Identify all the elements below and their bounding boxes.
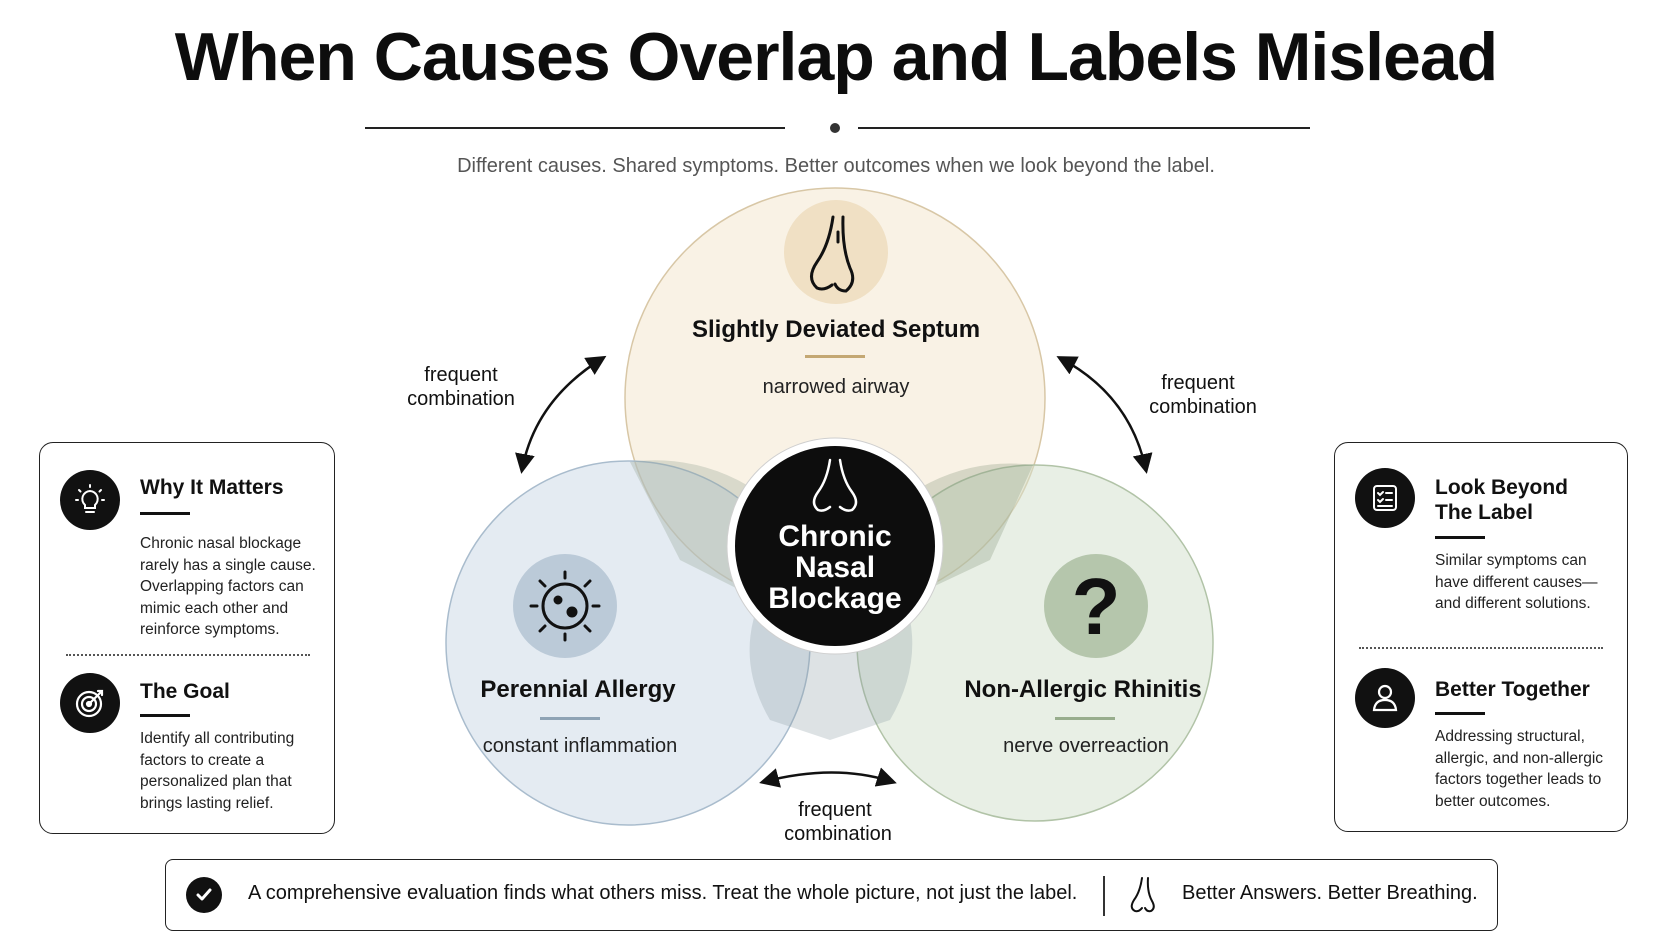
rhinitis-title-bar [1055,717,1115,720]
venn-diagram: Slightly Deviated Septum narrowed airway… [407,187,1257,845]
arrow-bottom [759,767,897,788]
venn-circles [445,187,1214,826]
beyond-line: have different causes— [1435,573,1598,591]
why-line: rarely has a single cause. [140,556,316,574]
goal-title: The Goal [140,680,230,703]
beyond-title: Look Beyond The Label [1435,475,1568,525]
beyond-title-line: The Label [1435,501,1534,524]
nose-outline-icon [810,215,855,293]
rhinitis-icon-bg [1044,554,1148,658]
together-line: better outcomes. [1435,792,1551,810]
left-panel-separator [66,654,310,656]
goal-text: Identify all contributing factors to cre… [140,728,330,814]
beyond-text: Similar symptoms can have different caus… [1435,550,1625,615]
septum-icon-bg [784,200,888,304]
bottom-callout: A comprehensive evaluation finds what ot… [165,859,1498,931]
allergy-title-bar [540,717,600,720]
why-line: mimic each other and [140,599,289,617]
rhinitis-subtitle: nerve overreaction [1003,735,1169,757]
together-line: factors together leads to [1435,771,1602,788]
arrow-right [1056,356,1153,474]
nose-outline-icon [1129,874,1159,921]
why-line: reinforce symptoms. [140,621,280,638]
page-title: When Causes Overlap and Labels Mislead [174,19,1498,95]
goal-line: brings lasting relief. [140,794,274,812]
bottom-message: A comprehensive evaluation finds what ot… [248,882,1078,904]
goal-line: Identify all contributing [140,730,295,747]
together-title: Better Together [1435,678,1590,701]
allergy-subtitle: constant inflammation [483,735,678,757]
arrow-left-label-1: frequent [424,364,498,386]
septum-title: Slightly Deviated Septum [692,316,980,343]
why-title-bar [140,512,190,515]
center-line-1: Chronic [778,520,891,553]
beyond-line: Similar symptoms can [1435,552,1587,569]
arrow-bottom-label-2: combination [784,823,892,845]
why-title: Why It Matters [140,476,284,499]
bottom-tagline: Better Answers. Better Breathing. [1182,882,1478,904]
septum-subtitle: narrowed airway [763,376,910,398]
together-title-bar [1435,712,1485,715]
checklist-icon [1355,468,1415,528]
why-line: Chronic nasal blockage [140,535,302,552]
person-icon [1355,668,1415,728]
lightbulb-icon [60,470,120,530]
target-icon [60,673,120,733]
why-text: Chronic nasal blockage rarely has a sing… [140,533,330,641]
allergy-icon-bg [513,554,617,658]
arrow-left-label-2: combination [407,388,515,410]
arrow-left [515,355,607,474]
title-divider-left [365,127,785,129]
title-divider-dot [830,123,840,133]
right-panel-separator [1359,647,1603,649]
together-line: Addressing structural, [1435,728,1585,745]
question-mark-icon: ? [1072,562,1121,651]
together-line: allergic, and non-allergic [1435,749,1604,767]
page-subtitle: Different causes. Shared symptoms. Bette… [457,155,1215,177]
center-line-2: Nasal [795,551,875,584]
center-line-3: Blockage [768,582,901,615]
center-circle [735,446,935,646]
nose-icon [812,458,858,512]
goal-line: personalized plan that [140,773,292,790]
goal-line: factors to create a [140,751,265,769]
arrow-right-label-1: frequent [1161,372,1235,394]
allergen-icon [529,570,601,642]
allergy-title: Perennial Allergy [480,676,676,703]
bottom-divider [1103,876,1105,916]
arrow-right-label-2: combination [1149,396,1257,418]
septum-title-bar [805,355,865,358]
goal-title-bar [140,714,190,717]
right-info-panel: Look Beyond The Label Similar symptoms c… [1334,442,1628,832]
together-text: Addressing structural, allergic, and non… [1435,726,1625,812]
beyond-title-bar [1435,536,1485,539]
beyond-line: and different solutions. [1435,595,1591,612]
title-divider-right [858,127,1310,129]
beyond-title-line: Look Beyond [1435,476,1569,499]
rhinitis-title: Non-Allergic Rhinitis [964,676,1201,703]
arrow-bottom-label-1: frequent [798,799,872,821]
left-info-panel: Why It Matters Chronic nasal blockage ra… [39,442,335,834]
why-line: Overlapping factors can [140,578,304,595]
check-circle-icon [186,877,222,913]
